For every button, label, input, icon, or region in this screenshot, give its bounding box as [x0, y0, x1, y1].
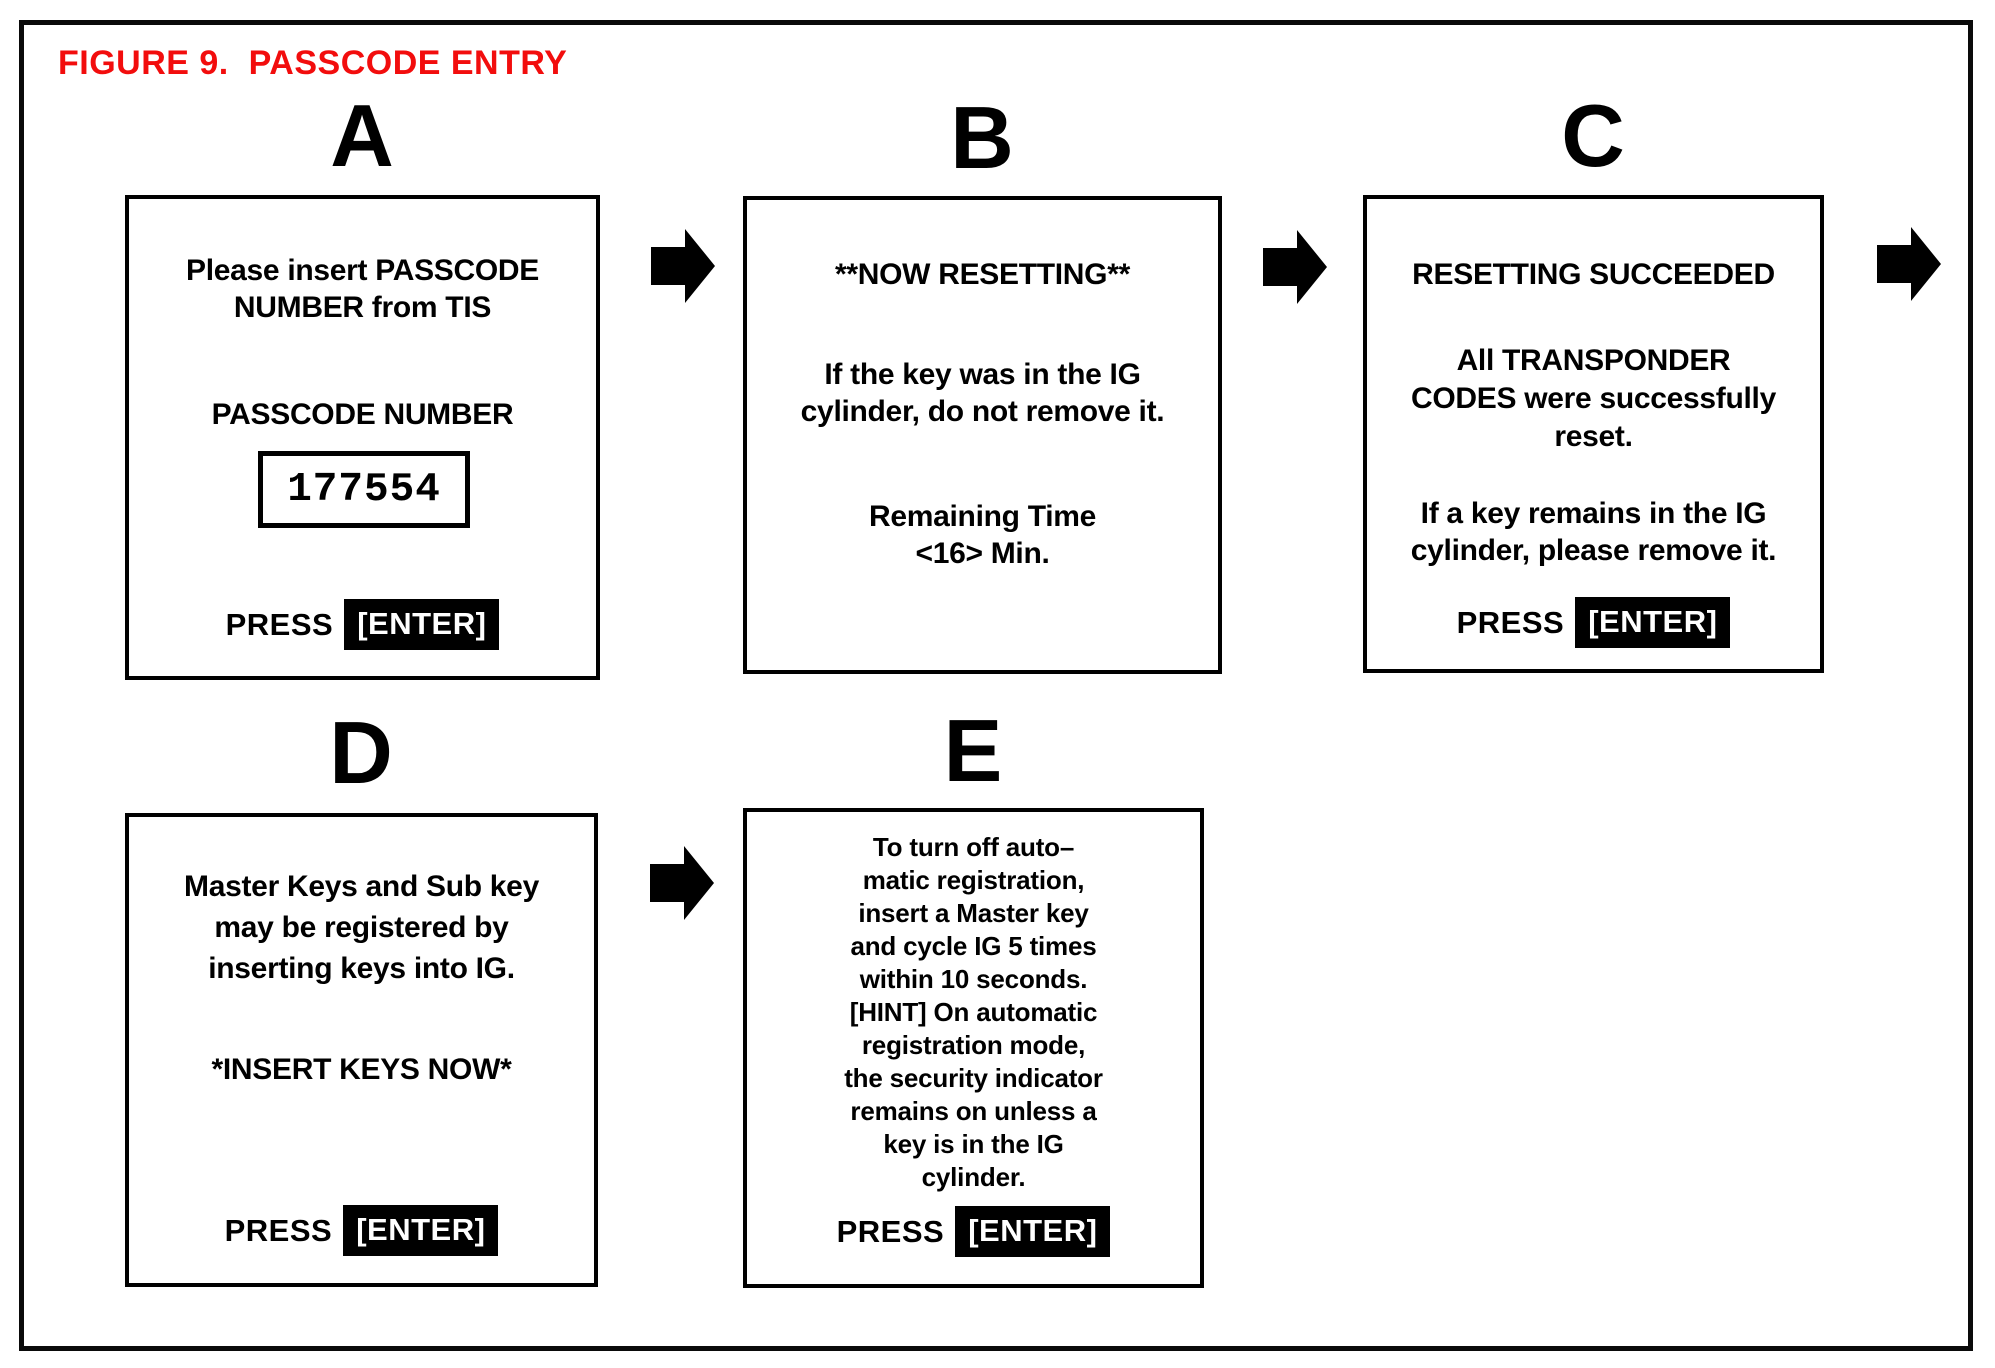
screen-c-heading: RESETTING SUCCEEDED [1412, 258, 1775, 291]
screen-a: Please insert PASSCODE NUMBER from TIS P… [125, 195, 600, 680]
screen-c-message: All TRANSPONDER CODES were successfully … [1411, 344, 1776, 453]
figure-border [19, 20, 1973, 1351]
panel-label-d: D [329, 703, 394, 802]
screen-c: RESETTING SUCCEEDED All TRANSPONDER CODE… [1363, 195, 1824, 673]
press-label: PRESS [225, 606, 334, 642]
press-enter-row-d: PRESS [ENTER] [129, 1205, 594, 1256]
panel-label-c: C [1561, 86, 1626, 185]
screen-b-timer: Remaining Time <16> Min. [869, 500, 1096, 570]
screen-b-heading: **NOW RESETTING** [835, 258, 1130, 291]
figure-title: FIGURE 9. PASSCODE ENTRY [58, 44, 568, 82]
enter-key-button[interactable]: [ENTER] [344, 599, 500, 650]
screen-e: To turn off auto– matic registration, in… [743, 808, 1204, 1288]
screen-c-message2: If a key remains in the IG cylinder, ple… [1410, 497, 1777, 567]
arrow-right-icon [1263, 230, 1327, 304]
screen-d-prompt: *INSERT KEYS NOW* [211, 1053, 512, 1086]
press-enter-row-c: PRESS [ENTER] [1367, 597, 1820, 648]
enter-key-button[interactable]: [ENTER] [955, 1206, 1111, 1257]
panel-label-a: A [330, 86, 395, 185]
arrow-right-icon [651, 229, 715, 303]
arrow-right-icon [1877, 227, 1941, 301]
press-enter-row-e: PRESS [ENTER] [747, 1206, 1200, 1257]
screen-b: **NOW RESETTING** If the key was in the … [743, 196, 1222, 674]
press-label: PRESS [224, 1212, 333, 1248]
screen-a-message: Please insert PASSCODE NUMBER from TIS [186, 254, 539, 324]
panel-label-b: B [950, 88, 1015, 187]
screen-e-message: To turn off auto– matic registration, in… [844, 832, 1103, 1192]
press-enter-row-a: PRESS [ENTER] [129, 599, 596, 650]
passcode-field-label: PASSCODE NUMBER [211, 398, 514, 431]
screen-d: Master Keys and Sub key may be registere… [125, 813, 598, 1287]
panel-label-e: E [943, 701, 1004, 800]
passcode-input-box[interactable]: 177554 [258, 451, 470, 528]
screen-d-message: Master Keys and Sub key may be registere… [184, 870, 539, 985]
enter-key-button[interactable]: [ENTER] [1575, 597, 1731, 648]
press-label: PRESS [836, 1213, 945, 1249]
press-label: PRESS [1456, 604, 1565, 640]
enter-key-button[interactable]: [ENTER] [343, 1205, 499, 1256]
screen-b-message: If the key was in the IG cylinder, do no… [800, 358, 1165, 428]
passcode-value: 177554 [287, 466, 441, 513]
arrow-right-icon [650, 846, 714, 920]
